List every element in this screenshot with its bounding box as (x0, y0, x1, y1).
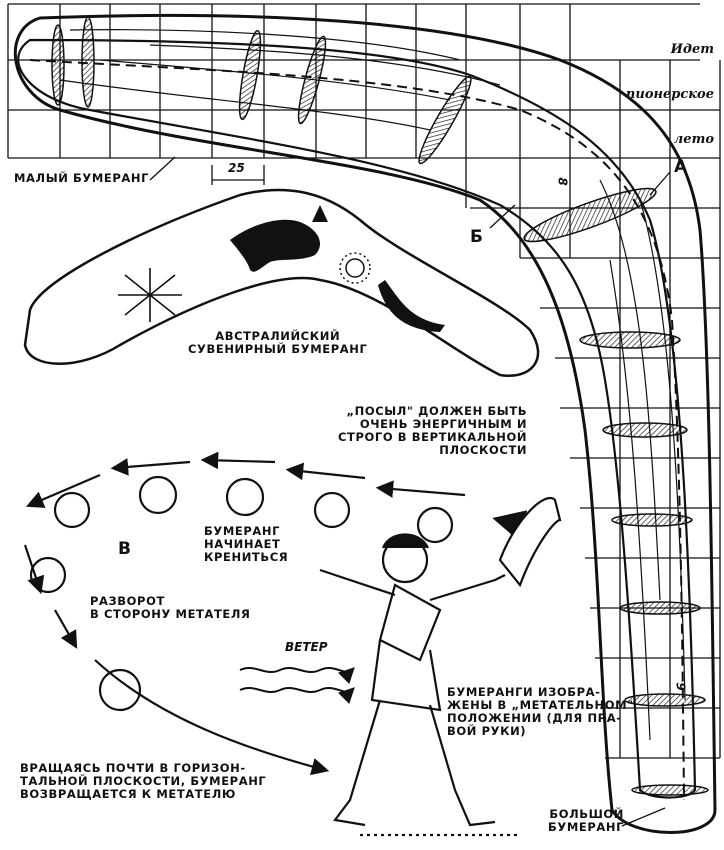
center-dashed-line (29, 59, 685, 801)
label-returns: ВРАЩАЯСЬ ПОЧТИ В ГОРИЗОН- ТАЛЬНОЙ ПЛОСКО… (20, 761, 267, 801)
leader-b (489, 204, 516, 229)
wind-arrows (239, 667, 355, 705)
cross-sections (51, 16, 709, 796)
letter-b: Б (470, 227, 483, 247)
dimension-9: 9 (673, 682, 688, 691)
mini-boomerang-icon (378, 280, 445, 332)
label-wind: ВЕТЕР (285, 640, 328, 654)
letter-a: А (674, 157, 688, 177)
label-throwing-position: БУМЕРАНГИ ИЗОБРА- ЖЕНЫ В „МЕТАТЕЛЬНОМ" П… (447, 685, 634, 738)
leader-a (649, 171, 671, 196)
letter-v: В (118, 539, 131, 559)
star-icon (118, 268, 182, 322)
flight-path (23, 451, 541, 776)
title-line-2: пионерское (625, 87, 714, 102)
dimension-25: 25 (228, 161, 245, 175)
label-begins-tilt: БУМЕРАНГ НАЧИНАЕТ КРЕНИТЬСЯ (204, 524, 289, 564)
large-boomerang-outline (13, 13, 717, 834)
title-line-3: лето (673, 132, 714, 147)
leader-small (149, 156, 176, 181)
label-small-boomerang: МАЛЫЙ БУМЕРАНГ (14, 171, 150, 185)
thrower-figure (319, 497, 562, 837)
title-line-1: Идет (670, 42, 714, 57)
held-boomerang (498, 497, 562, 588)
wood-grain (59, 29, 686, 741)
label-throw-note: „ПОСЫЛ" ДОЛЖЕН БЫТЬ ОЧЕНЬ ЭНЕРГИЧНЫМ И С… (338, 404, 528, 457)
dimension-8: 8 (555, 177, 570, 186)
label-large-boomerang: БОЛЬШОЙ БУМЕРАНГ (548, 807, 625, 834)
label-turn-back: РАЗВОРОТ В СТОРОНУ МЕТАТЕЛЯ (90, 594, 251, 621)
sun-icon (339, 252, 371, 284)
page-title: Идет пионерское лето (626, 12, 714, 162)
kangaroo-icon (230, 205, 328, 272)
label-australian-boomerang: АВСТРАЛИЙСКИЙ СУВЕНИРНЫЙ БУМЕРАНГ (188, 329, 368, 356)
measurement-grid (7, 3, 721, 759)
australian-boomerang (23, 188, 540, 378)
leader-large (621, 807, 666, 827)
